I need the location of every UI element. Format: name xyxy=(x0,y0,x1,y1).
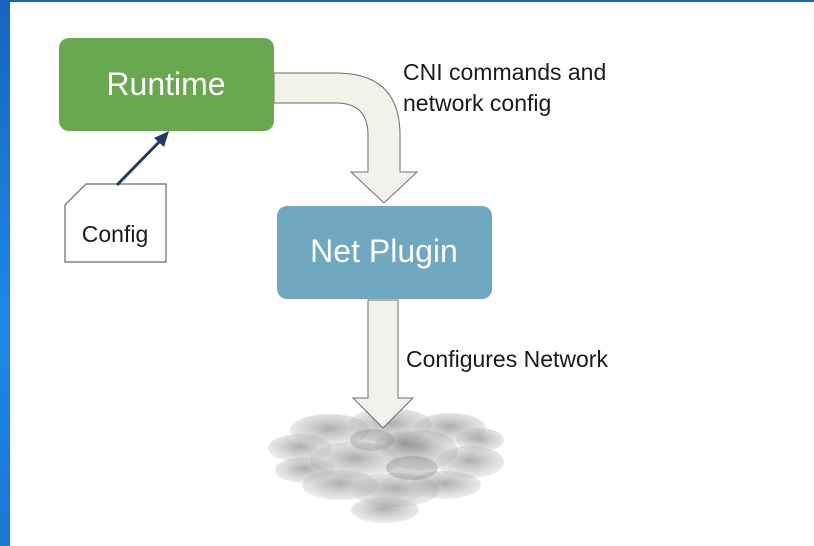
config-document: Config xyxy=(64,183,167,263)
configures-network-label: Configures Network xyxy=(406,346,608,372)
cni-commands-label-line2: network config xyxy=(403,90,551,116)
top-accent-bar xyxy=(0,0,814,2)
left-accent-bar xyxy=(0,0,10,546)
net-plugin-node: Net Plugin xyxy=(277,206,492,299)
network-cloud xyxy=(268,408,504,523)
net-plugin-label: Net Plugin xyxy=(310,233,458,269)
config-label: Config xyxy=(82,221,148,247)
runtime-label: Runtime xyxy=(106,66,225,102)
cni-commands-label-line1: CNI commands and xyxy=(403,59,606,85)
runtime-node: Runtime xyxy=(59,38,274,131)
config-to-runtime-arrow xyxy=(115,131,169,187)
configures-network-arrow xyxy=(351,299,415,429)
cni-commands-arrow xyxy=(273,72,419,204)
